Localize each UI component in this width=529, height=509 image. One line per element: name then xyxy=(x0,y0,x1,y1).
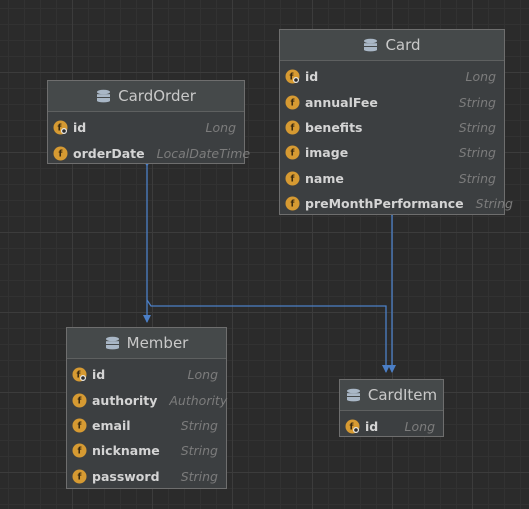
field-icon: f xyxy=(285,95,300,110)
entity-carditem[interactable]: CardItem f id Long xyxy=(339,379,444,437)
field-name: preMonthPerformance xyxy=(305,196,464,212)
field-list: f id Long f authority Authority f email … xyxy=(67,359,228,491)
field-icon: f xyxy=(285,171,300,186)
field-name: password xyxy=(92,468,160,484)
field-type: LocalDateTime xyxy=(156,145,251,161)
field-type: String xyxy=(458,145,496,161)
field-row[interactable]: f id Long xyxy=(48,115,244,140)
field-icon: f xyxy=(72,443,87,458)
field-type: String xyxy=(180,443,218,459)
field-name: nickname xyxy=(92,443,160,459)
field-name: id xyxy=(365,419,379,435)
svg-text:f: f xyxy=(350,423,354,433)
field-row[interactable]: f id Long xyxy=(280,64,504,89)
entity-header[interactable]: Member xyxy=(67,328,226,359)
svg-text:f: f xyxy=(291,149,295,159)
field-name: benefits xyxy=(305,119,363,135)
entity-title: CardItem xyxy=(367,386,438,404)
field-row[interactable]: f id Long xyxy=(67,362,226,387)
svg-text:f: f xyxy=(78,396,82,406)
field-type: Long xyxy=(205,120,236,136)
entity-header[interactable]: CardItem xyxy=(340,380,443,411)
svg-text:f: f xyxy=(77,371,81,381)
table-icon xyxy=(363,38,378,52)
entity-card[interactable]: Card f id Long f annualFee String f bene… xyxy=(279,29,513,218)
field-type: String xyxy=(458,94,496,110)
entity-header[interactable]: Card xyxy=(280,30,504,61)
field-row[interactable]: f name String xyxy=(280,166,504,191)
field-row[interactable]: f preMonthPerformance String xyxy=(280,191,513,216)
field-name: id xyxy=(73,120,87,136)
field-icon: f xyxy=(285,120,300,135)
primary-key-field-icon: f xyxy=(345,419,360,434)
svg-text:f: f xyxy=(291,200,295,210)
field-row[interactable]: f password String xyxy=(67,464,226,489)
svg-text:f: f xyxy=(78,422,82,432)
field-row[interactable]: f benefits String xyxy=(280,115,504,140)
entity-title: Card xyxy=(385,36,421,54)
field-name: orderDate xyxy=(73,145,145,161)
svg-text:f: f xyxy=(59,149,63,159)
entity-title: Member xyxy=(126,334,189,352)
field-row[interactable]: f email String xyxy=(67,413,226,438)
entity-header[interactable]: CardOrder xyxy=(48,81,244,112)
table-icon xyxy=(346,388,361,402)
entity-member[interactable]: Member f id Long f authority Authority f… xyxy=(66,327,227,489)
field-row[interactable]: f orderDate LocalDateTime xyxy=(48,140,250,165)
field-row[interactable]: f annualFee String xyxy=(280,89,504,114)
svg-text:f: f xyxy=(78,472,82,482)
svg-text:f: f xyxy=(291,174,295,184)
field-list: f id Long f orderDate LocalDateTime xyxy=(48,112,250,168)
field-icon: f xyxy=(72,469,87,484)
field-type: String xyxy=(180,468,218,484)
field-name: image xyxy=(305,145,349,161)
field-row[interactable]: f authority Authority xyxy=(67,387,228,412)
field-icon: f xyxy=(72,393,87,408)
field-row[interactable]: f image String xyxy=(280,140,504,165)
entity-title: CardOrder xyxy=(118,87,196,105)
field-type: String xyxy=(475,196,513,212)
field-type: Long xyxy=(404,419,435,435)
primary-key-field-icon: f xyxy=(72,367,87,382)
relation-cardorder-carditem[interactable] xyxy=(146,299,390,373)
svg-text:f: f xyxy=(58,124,62,134)
field-type: Long xyxy=(465,69,496,85)
field-type: Long xyxy=(187,367,218,383)
field-name: id xyxy=(92,367,106,383)
field-list: f id Long f annualFee String f benefits … xyxy=(280,61,513,218)
field-icon: f xyxy=(285,145,300,160)
field-type: Authority xyxy=(169,392,228,408)
entity-cardorder[interactable]: CardOrder f id Long f orderDate LocalDat… xyxy=(47,80,250,164)
svg-text:f: f xyxy=(291,124,295,134)
primary-key-field-icon: f xyxy=(285,69,300,84)
table-icon xyxy=(105,336,120,350)
field-name: authority xyxy=(92,392,158,408)
field-type: String xyxy=(180,417,218,433)
table-icon xyxy=(96,89,111,103)
primary-key-field-icon: f xyxy=(53,120,68,135)
field-name: name xyxy=(305,170,344,186)
field-type: String xyxy=(458,119,496,135)
field-type: String xyxy=(458,170,496,186)
field-list: f id Long xyxy=(340,411,443,441)
field-name: annualFee xyxy=(305,94,378,110)
field-row[interactable]: f id Long xyxy=(340,414,443,439)
svg-text:f: f xyxy=(291,98,295,108)
field-icon: f xyxy=(285,196,300,211)
svg-text:f: f xyxy=(78,447,82,457)
field-icon: f xyxy=(53,146,68,161)
field-name: email xyxy=(92,417,131,433)
field-icon: f xyxy=(72,418,87,433)
svg-text:f: f xyxy=(290,73,294,83)
field-row[interactable]: f nickname String xyxy=(67,438,226,463)
field-name: id xyxy=(305,69,319,85)
